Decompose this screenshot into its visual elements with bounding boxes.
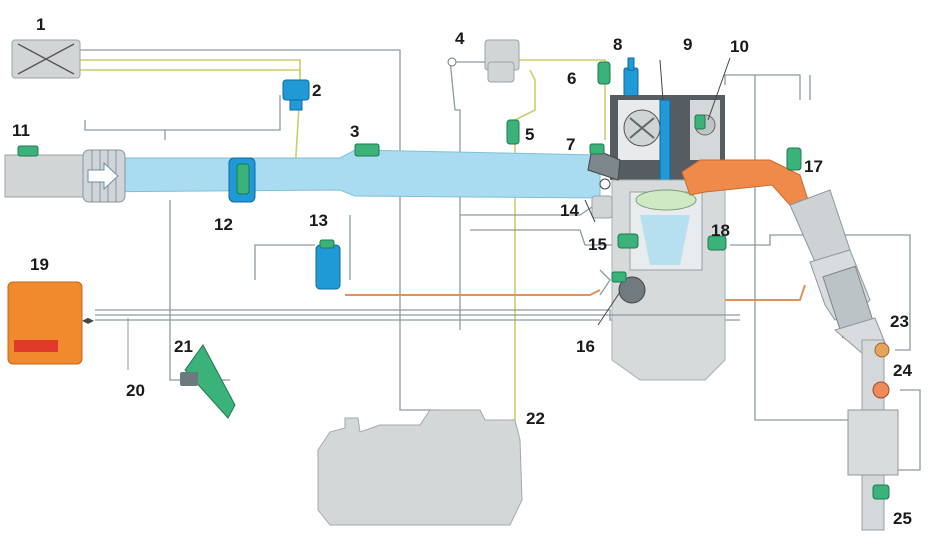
- sensor-18: [707, 235, 727, 251]
- label-5: 5: [525, 125, 534, 144]
- intake-inlet: [4, 145, 84, 198]
- engine-block: [610, 95, 726, 381]
- cam-sensor-10: [694, 114, 706, 130]
- label-10: 10: [730, 37, 749, 56]
- leader-lines: [584, 57, 731, 326]
- ecu-19: ◂▸: [7, 281, 94, 365]
- label-2: 2: [312, 81, 321, 100]
- injector-9: [659, 99, 671, 181]
- label-12: 12: [214, 215, 233, 234]
- label-3: 3: [350, 122, 359, 141]
- pump-unit-4: [447, 39, 520, 83]
- catalytic-converter: [789, 189, 899, 531]
- label-16: 16: [576, 337, 595, 356]
- label-6: 6: [567, 69, 576, 88]
- air-flow-arrow-icon: [87, 161, 119, 191]
- label-24: 24: [893, 361, 912, 380]
- air-filter-box: [11, 39, 81, 79]
- label-18: 18: [711, 221, 730, 240]
- labels: 1 2 3 4 5 6 7 8 9 10 11 12 13 14 15 16 1…: [12, 15, 912, 528]
- label-9: 9: [683, 35, 692, 54]
- label-19: 19: [30, 255, 49, 274]
- intake-duct: [82, 149, 601, 203]
- crank-sensor-16: [611, 271, 627, 283]
- boost-pressure-sensor-2: [282, 79, 310, 111]
- inline-sensor-6: [597, 61, 611, 85]
- label-11: 11: [12, 121, 30, 140]
- wiring: [80, 49, 921, 471]
- exhaust-manifold: [681, 147, 809, 206]
- sensor-25: [872, 484, 890, 500]
- sensor-14: [591, 178, 613, 219]
- accelerator-pedal-21: [180, 344, 236, 419]
- injector-8: [623, 57, 639, 97]
- fuel-rail-7: [587, 143, 621, 181]
- sensor-15: [617, 233, 639, 249]
- sensor-24: [872, 381, 890, 399]
- label-17: 17: [804, 157, 823, 176]
- label-14: 14: [560, 201, 579, 220]
- label-1: 1: [36, 15, 45, 34]
- evap-valve-13: [315, 239, 341, 290]
- throttle-valve-12: [228, 157, 256, 203]
- label-25: 25: [893, 509, 912, 528]
- label-4: 4: [455, 29, 465, 48]
- label-20: 20: [126, 381, 145, 400]
- label-22: 22: [526, 409, 545, 428]
- lambda-sensor-17: [786, 147, 802, 171]
- inline-sensor-5: [506, 119, 520, 145]
- sensor-23: [874, 342, 890, 358]
- label-8: 8: [613, 35, 622, 54]
- label-23: 23: [890, 312, 909, 331]
- fuel-tank-22: [317, 409, 523, 526]
- label-7: 7: [566, 135, 575, 154]
- label-15: 15: [588, 235, 607, 254]
- intake-sensor-3: [354, 143, 380, 157]
- intake-temp-sensor-11: [17, 145, 39, 157]
- svg-text:◂▸: ◂▸: [82, 313, 94, 327]
- label-21: 21: [174, 337, 193, 356]
- label-13: 13: [309, 211, 328, 230]
